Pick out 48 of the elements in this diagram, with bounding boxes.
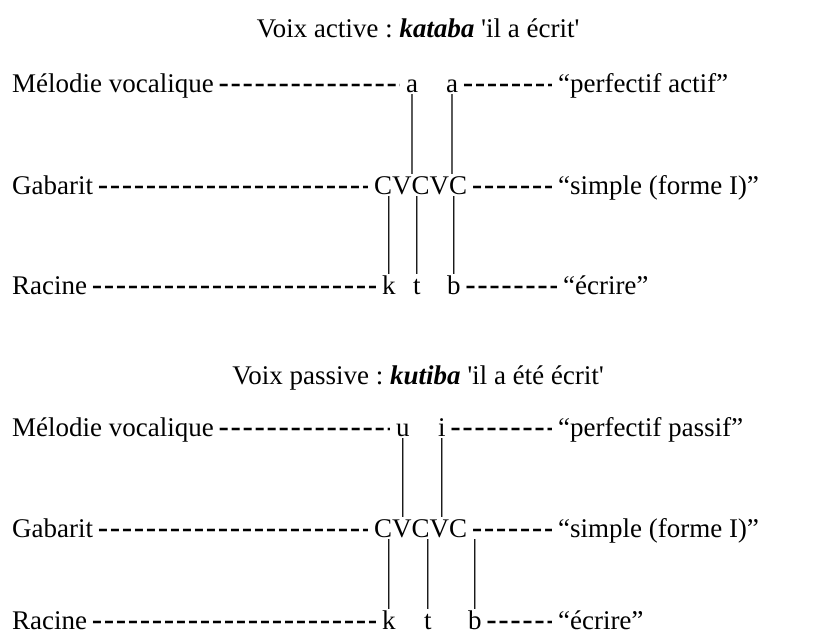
tier-label: Mélodie vocalique xyxy=(12,412,214,442)
vowel-letter: u xyxy=(396,412,410,442)
tier-label: Racine xyxy=(12,270,87,300)
tier-label: Gabarit xyxy=(12,170,93,200)
section-heading: Voix passive : kutiba 'il a été écrit' xyxy=(232,360,604,390)
association-line xyxy=(411,94,413,174)
tier-label: Racine xyxy=(12,605,87,635)
gloss-text: “écrire” xyxy=(558,605,644,635)
gloss-text: “écrire” xyxy=(563,270,648,300)
consonant-letter: k xyxy=(382,270,396,300)
dashed-line xyxy=(220,84,400,86)
association-line xyxy=(453,196,454,274)
association-line xyxy=(474,539,476,609)
consonant-letter: t xyxy=(424,605,432,635)
vowel-letter: a xyxy=(446,68,458,98)
dashed-line xyxy=(92,620,376,624)
gloss-text: “perfectif passif” xyxy=(558,412,744,442)
vowel-letter: a xyxy=(406,68,418,98)
dashed-line xyxy=(466,286,557,288)
tier-label: Gabarit xyxy=(12,513,93,543)
dashed-line xyxy=(473,186,552,188)
consonant-letter: b xyxy=(447,270,460,300)
association-line xyxy=(451,94,453,174)
dashed-line xyxy=(452,428,552,430)
vowel-letter: i xyxy=(438,412,446,442)
cv-template: CVCVC xyxy=(374,170,468,200)
dashed-line xyxy=(98,528,368,532)
association-line xyxy=(427,539,428,609)
dashed-line xyxy=(92,286,376,288)
dashed-line xyxy=(464,84,552,86)
gloss-text: “simple (forme I)” xyxy=(558,170,759,200)
dashed-line xyxy=(473,528,552,532)
cv-template: CVCVC xyxy=(374,513,468,543)
association-line xyxy=(388,539,390,609)
consonant-letter: t xyxy=(413,270,421,300)
gloss-text: “perfectif actif” xyxy=(558,68,728,98)
gloss-text: “simple (forme I)” xyxy=(558,513,759,543)
section-heading: Voix active : kataba 'il a écrit' xyxy=(256,13,580,43)
dashed-line xyxy=(98,186,368,188)
consonant-letter: b xyxy=(468,605,482,635)
association-line xyxy=(441,438,442,517)
association-line xyxy=(402,438,404,517)
association-line xyxy=(388,196,390,274)
association-line xyxy=(416,196,418,274)
consonant-letter: k xyxy=(382,605,396,635)
dashed-line xyxy=(488,620,552,624)
tier-label: Mélodie vocalique xyxy=(12,68,214,98)
dashed-line xyxy=(220,428,390,430)
